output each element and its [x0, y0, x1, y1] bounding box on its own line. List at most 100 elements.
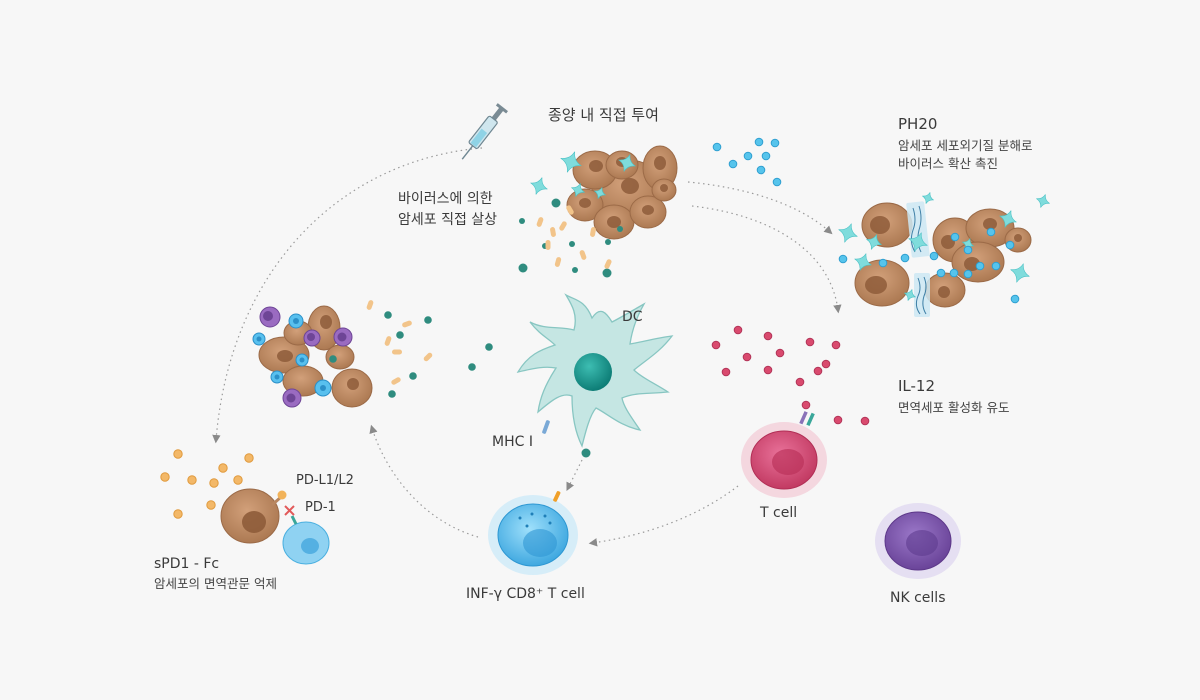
particle-dot	[173, 449, 183, 459]
lysis-fragments-left	[329, 300, 493, 398]
particle-dot	[468, 363, 476, 371]
particle-dot	[821, 359, 831, 369]
virus-particle	[999, 210, 1017, 228]
particle-dot	[551, 198, 561, 208]
fragment-pill	[536, 217, 544, 227]
particle-dot	[711, 340, 721, 350]
particle-dot	[569, 241, 575, 247]
particle-dot	[775, 348, 785, 358]
oncolysis-label-1: 바이러스에 의한	[398, 191, 493, 207]
particle-dot	[409, 372, 417, 380]
arrow-dc-to-cd8	[566, 459, 583, 492]
syringe-icon	[461, 103, 508, 160]
particle-dot	[936, 268, 946, 278]
particle-dot	[329, 355, 337, 363]
particle-dot	[617, 226, 623, 232]
particle-dot	[187, 475, 197, 485]
il12-cytokine-dots	[711, 325, 870, 426]
particle-dot	[801, 400, 811, 410]
ph20-title: PH20	[898, 115, 937, 133]
particle-dot	[986, 227, 996, 237]
spd1-fc-dots	[160, 449, 254, 519]
particle-dot	[572, 267, 578, 273]
mhc-label: MHC I	[492, 434, 533, 450]
particle-dot	[519, 218, 525, 224]
virus-particle	[908, 232, 928, 252]
particle-dot	[602, 268, 612, 278]
particle-dot	[721, 367, 731, 377]
particle-dot	[160, 472, 170, 482]
particle-dot	[929, 251, 939, 261]
nkcells-label: NK cells	[890, 590, 946, 606]
ph20-desc-2: 바이러스 확산 촉진	[898, 156, 998, 171]
particle-dot	[991, 261, 1001, 271]
dc-label: DC	[622, 309, 643, 325]
particle-dot	[605, 239, 611, 245]
particle-dot	[1005, 240, 1015, 250]
particle-dot	[742, 352, 752, 362]
t-cell-pd1	[282, 515, 330, 565]
tumor-cluster-center	[566, 145, 678, 240]
fragment-pill	[366, 300, 374, 310]
fragment-pill	[550, 227, 556, 237]
immune-cells-infiltrating	[252, 306, 353, 408]
t-cell	[741, 411, 827, 498]
fragment-pill	[604, 259, 612, 269]
fragment-pill	[402, 320, 412, 328]
particle-dot	[949, 268, 959, 278]
particle-dot	[754, 137, 764, 147]
particle-dot	[878, 258, 888, 268]
arrow-tumor-to-ph20	[687, 181, 833, 235]
dendritic-cell	[516, 293, 674, 448]
lysis-fragments-center	[518, 198, 623, 278]
nk-cell	[875, 503, 961, 579]
particle-dot	[233, 475, 243, 485]
particle-dot	[206, 500, 216, 510]
virus-particle	[838, 223, 858, 243]
particle-dot	[756, 165, 766, 175]
block-x-icon	[284, 505, 295, 516]
flow-arrows	[212, 147, 842, 547]
cd8-label: INF-γ CD8⁺ T cell	[466, 586, 585, 602]
particle-dot	[218, 463, 228, 473]
mhc-receptor	[542, 420, 550, 434]
labels: 종양 내 직접 투여 바이러스에 의한 암세포 직접 살상 PH20 암세포 세…	[154, 106, 1032, 606]
arrow-injection-to-spd1	[212, 147, 483, 444]
arrow-tcell-to-cd8	[588, 485, 739, 547]
particle-dot	[763, 365, 773, 375]
particle-dot	[712, 142, 722, 152]
particle-dot	[963, 269, 973, 279]
ph20-desc-1: 암세포 세포외기질 분해로	[898, 138, 1032, 153]
particle-dot	[1010, 294, 1020, 304]
fragment-pill	[579, 250, 587, 260]
virus-particle	[560, 151, 582, 173]
cd8-t-cell	[488, 491, 578, 575]
particle-dot	[728, 159, 738, 169]
spd1-title: sPD1 - Fc	[154, 556, 219, 572]
particle-dot	[388, 390, 396, 398]
particle-dot	[838, 254, 848, 264]
virus-particle	[1036, 194, 1050, 208]
virus-particle	[530, 177, 548, 195]
fragment-pill	[423, 352, 433, 362]
virus-particle	[922, 192, 934, 204]
particle-dot	[384, 311, 392, 319]
fragment-pill	[384, 336, 392, 346]
virus-particle	[1010, 263, 1030, 283]
particle-dot	[813, 366, 823, 376]
il12-title: IL-12	[898, 377, 935, 395]
particle-dot	[963, 245, 973, 255]
arrow-tumor-to-il12	[691, 205, 842, 314]
virus-particle	[866, 234, 882, 250]
fragment-pill	[392, 349, 402, 355]
particle-dot	[173, 509, 183, 519]
fragment-pill	[590, 227, 596, 237]
particle-dot	[950, 232, 960, 242]
pd1-label: PD-1	[305, 500, 336, 515]
particle-dot	[833, 415, 843, 425]
il12-desc: 면역세포 활성화 유도	[898, 400, 1009, 415]
particle-dot	[761, 151, 771, 161]
virus-particle	[904, 289, 916, 301]
particle-dot	[860, 416, 870, 426]
